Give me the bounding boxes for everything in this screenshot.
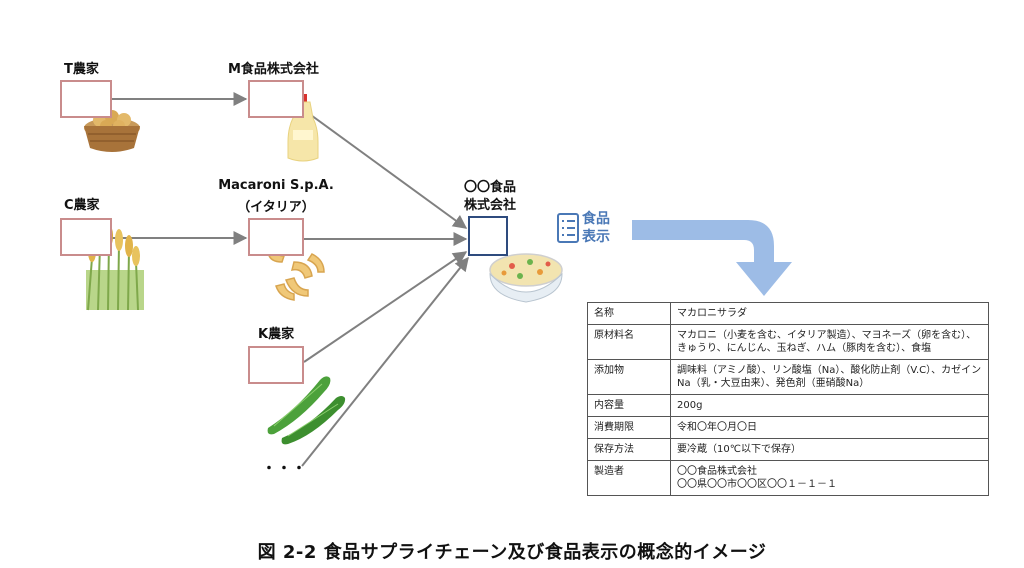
food-label-key: 製造者 [587, 460, 671, 496]
food-label-row: 製造者 〇〇食品株式会社 〇〇県〇〇市〇〇区〇〇１－１－１ [587, 460, 989, 496]
food-label-row: 添加物 調味料（アミノ酸）、リン酸塩（Na）、酸化防止剤（V.C）、カゼインNa… [587, 359, 989, 395]
macaroni-company-label-1: Macaroni S.p.A. [218, 178, 334, 193]
food-label-value: 要冷蔵（10℃以下で保存） [670, 438, 989, 461]
food-label-row: 保存方法 要冷蔵（10℃以下で保存） [587, 438, 989, 461]
food-label-row: 消費期限 令和〇年〇月〇日 [587, 416, 989, 439]
food-label-key: 保存方法 [587, 438, 671, 461]
food-label-table: 名称 マカロニサラダ 原材料名 マカロニ（小麦を含む、イタリア製造）、マヨネーズ… [587, 302, 989, 496]
food-label-row: 名称 マカロニサラダ [587, 302, 989, 325]
figure-caption: 図 2-2 食品サプライチェーン及び食品表示の概念的イメージ [257, 542, 767, 563]
food-label-key: 内容量 [587, 394, 671, 417]
t-farm-label: T農家 [64, 62, 99, 77]
macaroni-salad-icon [489, 253, 563, 303]
food-label-title: 食品 表示 [582, 210, 622, 246]
food-label-value: マカロニサラダ [670, 302, 989, 325]
food-label-title-line2: 表示 [582, 229, 610, 245]
food-label-value: マカロニ（小麦を含む、イタリア製造）、マヨネーズ（卵を含む）、きゅうり、にんじん… [670, 324, 989, 360]
target-company-label-1: 〇〇食品 [463, 180, 516, 195]
arrow-m-to-target [303, 109, 468, 229]
k-farm-label: K農家 [258, 327, 295, 342]
macaroni-icon [267, 247, 325, 301]
t-farm-box [60, 80, 112, 118]
food-label-key: 消費期限 [587, 416, 671, 439]
food-label-value: 〇〇食品株式会社 〇〇県〇〇市〇〇区〇〇１－１－１ [670, 460, 989, 496]
food-label-arrow [632, 220, 792, 296]
potato-basket-icon [84, 110, 140, 152]
food-label-row: 原材料名 マカロニ（小麦を含む、イタリア製造）、マヨネーズ（卵を含む）、きゅうり… [587, 324, 989, 360]
food-label-key: 名称 [587, 302, 671, 325]
food-label-key: 原材料名 [587, 324, 671, 360]
k-farm-box [248, 346, 304, 384]
arrow-k-to-target [303, 251, 468, 363]
food-label-row: 内容量 200g [587, 394, 989, 417]
macaroni-company-box [248, 218, 304, 256]
more-suppliers-ellipsis: ・・・ [262, 461, 307, 477]
macaroni-company-label-2: （イタリア） [237, 200, 315, 215]
food-label-value: 令和〇年〇月〇日 [670, 416, 989, 439]
cucumber-icon [267, 376, 346, 445]
food-label-key: 添加物 [587, 359, 671, 395]
arrow-other-to-target [301, 256, 469, 467]
food-label-value: 調味料（アミノ酸）、リン酸塩（Na）、酸化防止剤（V.C）、カゼインNa（乳・大… [670, 359, 989, 395]
supply-arrows [112, 92, 469, 467]
c-farm-box [60, 218, 112, 256]
food-label-value: 200g [670, 394, 989, 417]
m-company-label: M食品株式会社 [228, 62, 319, 77]
target-company-box [468, 216, 508, 256]
document-list-icon [557, 213, 579, 243]
c-farm-label: C農家 [64, 198, 100, 213]
m-company-box [248, 80, 304, 118]
food-label-title-line1: 食品 [582, 211, 610, 227]
target-company-label-2: 株式会社 [463, 198, 516, 213]
